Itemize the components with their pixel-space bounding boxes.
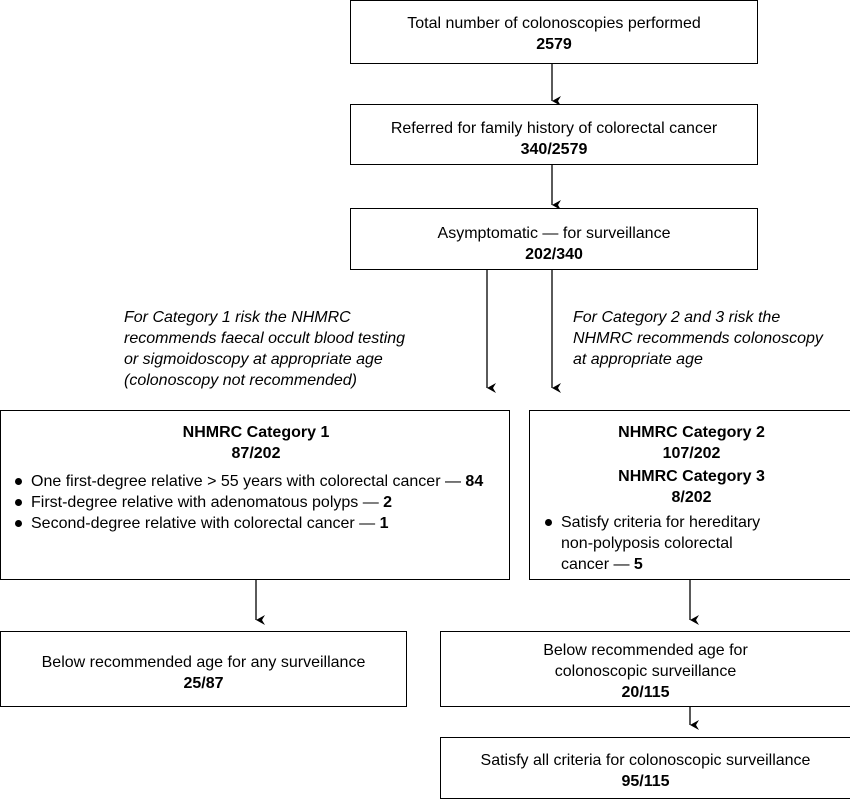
category3-title: NHMRC Category 3 [618, 468, 765, 485]
category1-box: NHMRC Category 1 87/202 One first-degree… [0, 410, 510, 580]
family-history-box: Referred for family history of colorecta… [350, 104, 758, 165]
total-colonoscopies-box: Total number of colonoscopies performed … [350, 0, 758, 64]
category3-criteria-list: Satisfy criteria for hereditary non-poly… [543, 512, 783, 575]
list-item: Satisfy criteria for hereditary non-poly… [543, 512, 783, 575]
note-left-line: For Category 1 risk the NHMRC [124, 309, 351, 326]
note-left-line: or sigmoidoscopy at appropriate age [124, 351, 383, 368]
list-item: Second-degree relative with colorectal c… [13, 513, 499, 534]
category23-recommendation-note: For Category 2 and 3 risk the NHMRC reco… [573, 307, 823, 370]
category1-value: 87/202 [231, 445, 281, 462]
below-age-any-label: Below recommended age for any surveillan… [41, 654, 366, 671]
note-right-line: at appropriate age [573, 351, 703, 368]
satisfy-all-criteria-box: Satisfy all criteria for colonoscopic su… [440, 737, 850, 799]
list-item: One first-degree relative > 55 years wit… [13, 471, 499, 492]
category3-value: 8/202 [671, 489, 712, 506]
below-age-colonoscopic-box: Below recommended age for colonoscopic s… [440, 631, 850, 707]
note-right-line: NHMRC recommends colonoscopy [573, 330, 823, 347]
asymptomatic-label: Asymptomatic — for surveillance [437, 225, 671, 242]
category2-value: 107/202 [662, 445, 721, 462]
asymptomatic-value: 202/340 [525, 246, 583, 263]
below-age-colono-line2: colonoscopic surveillance [554, 663, 737, 680]
below-age-colono-line1: Below recommended age for [543, 642, 748, 659]
category1-title: NHMRC Category 1 [182, 424, 330, 441]
note-left-line: (colonoscopy not recommended) [124, 372, 358, 389]
family-history-label: Referred for family history of colorecta… [390, 120, 718, 137]
family-history-value: 340/2579 [520, 141, 588, 158]
asymptomatic-box: Asymptomatic — for surveillance 202/340 [350, 208, 758, 270]
category1-criteria-list: One first-degree relative > 55 years wit… [13, 471, 499, 534]
below-age-colono-value: 20/115 [621, 684, 670, 701]
total-colonoscopies-label: Total number of colonoscopies performed [407, 15, 701, 32]
below-age-any-value: 25/87 [183, 675, 224, 692]
category23-box: NHMRC Category 2 107/202 NHMRC Category … [529, 410, 850, 580]
category2-title: NHMRC Category 2 [618, 424, 765, 441]
satisfy-all-value: 95/115 [621, 773, 670, 790]
list-item: First-degree relative with adenomatous p… [13, 492, 499, 513]
note-left-line: recommends faecal occult blood testing [124, 330, 406, 347]
below-age-any-surveillance-box: Below recommended age for any surveillan… [0, 631, 407, 707]
satisfy-all-label: Satisfy all criteria for colonoscopic su… [480, 752, 811, 769]
note-right-line: For Category 2 and 3 risk the [573, 309, 781, 326]
category1-recommendation-note: For Category 1 risk the NHMRC recommends… [124, 307, 405, 391]
total-colonoscopies-value: 2579 [536, 36, 572, 53]
